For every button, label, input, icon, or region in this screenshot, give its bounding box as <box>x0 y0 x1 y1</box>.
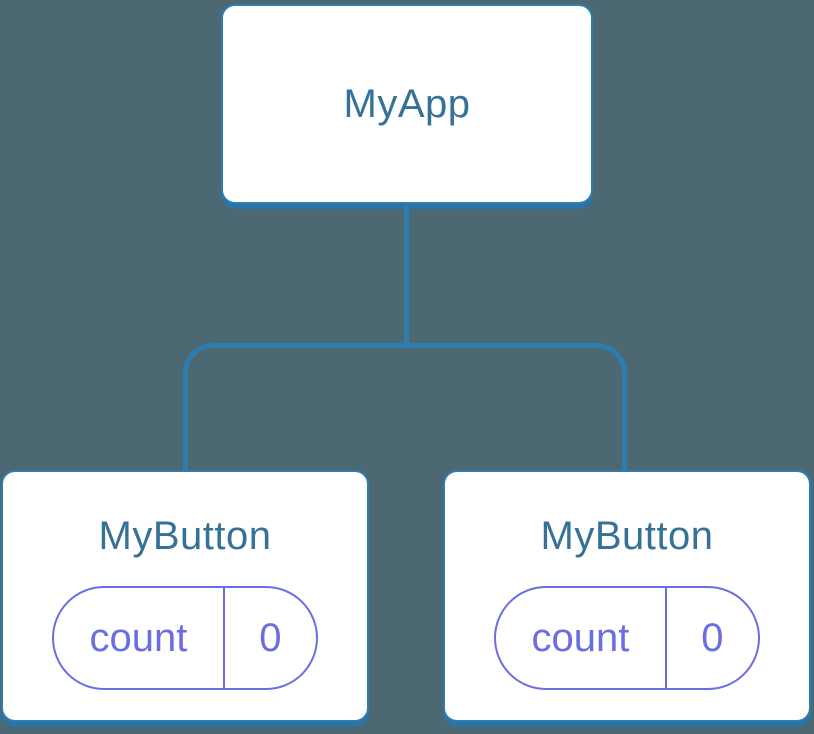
state-pill: count 0 <box>52 586 318 690</box>
state-value: 0 <box>259 615 282 660</box>
state-value: 0 <box>701 615 724 660</box>
child-node-left: MyButton count 0 <box>1 470 369 722</box>
child-node-right: MyButton count 0 <box>443 470 811 722</box>
state-pill: count 0 <box>494 586 760 690</box>
connector-bracket <box>183 343 627 473</box>
connector-stem <box>404 206 409 346</box>
root-node: MyApp <box>221 4 593 204</box>
state-key: count <box>496 588 667 688</box>
root-node-label: MyApp <box>343 81 471 126</box>
state-key: count <box>54 588 225 688</box>
child-node-label: MyButton <box>540 514 714 558</box>
child-node-label: MyButton <box>98 514 272 558</box>
